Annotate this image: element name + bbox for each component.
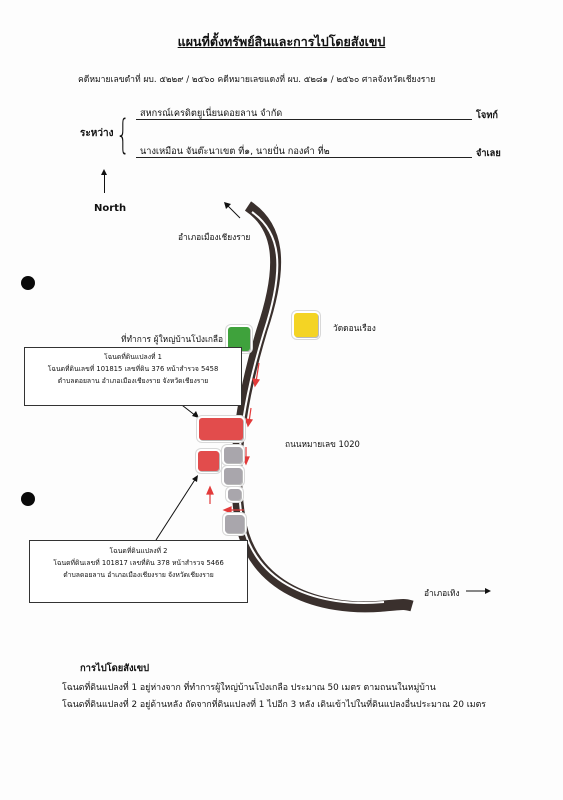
defendant-underline [136, 157, 472, 158]
case-number-line: คดีหมายเลขดำที่ ผบ. ๕๒๒๙ / ๒๕๖๐ คดีหมายเ… [78, 75, 436, 85]
plaintiff-role: โจทก์ [476, 110, 498, 121]
plaintiff-underline [136, 119, 472, 120]
house-marker [225, 515, 244, 533]
north-label: North [94, 203, 127, 214]
plot1-location: ตำบลดอยลาน อำเภอเมืองเชียงราย จังหวัดเชี… [57, 377, 209, 385]
defendant-role: จำเลย [476, 148, 501, 159]
defendant-name: นางเหมือน จันต๊ะนาเขต ที่๑, นายปั่น กองค… [140, 146, 330, 157]
road-label: ถนนหมายเลข 1020 [285, 439, 360, 449]
district-top-label: อำเภอเมืองเชียงราย [178, 232, 251, 242]
house-marker [228, 489, 241, 500]
road-1020 [231, 201, 414, 613]
house-marker [224, 447, 242, 463]
directions-title: การไปโดยสังเขป [80, 663, 150, 674]
brace-symbol: { [116, 112, 130, 158]
plot2-info-box: โฉนดที่ดินแปลงที่ 2 โฉนดที่ดินเลขที่ 101… [29, 540, 248, 603]
temple-label: วัดดอนเรือง [333, 323, 376, 333]
plot2-marker [198, 451, 219, 471]
pointer-plot2 [155, 477, 197, 541]
plot2-location: ตำบลดอยลาน อำเภอเมืองเชียงราย จังหวัดเชี… [63, 571, 214, 579]
house-marker [224, 468, 242, 484]
between-label: ระหว่าง [80, 128, 114, 139]
north-arrow-icon [101, 169, 107, 193]
district-bottom-label: อำเภอเทิง [424, 588, 460, 598]
temple-marker [294, 313, 318, 337]
plot1-deed: โฉนดที่ดินเลขที่ 101815 เลขที่ดิน 376 หน… [47, 365, 219, 373]
road-inner-edge [237, 211, 385, 604]
plot2-title: โฉนดที่ดินแปลงที่ 2 [109, 547, 168, 555]
directions-line-2: โฉนดที่ดินแปลงที่ 2 อยู่ด้านหลัง ถัดจากท… [62, 700, 487, 710]
plaintiff-name: สหกรณ์เครดิตยูเนี่ยนดอยลาน จำกัด [140, 108, 283, 119]
plot2-deed: โฉนดที่ดินเลขที่ 101817 เลขที่ดิน 378 หน… [53, 559, 224, 567]
binder-hole-icon [21, 276, 35, 290]
binder-hole-icon [21, 492, 35, 506]
directions-line-1: โฉนดที่ดินแปลงที่ 1 อยู่ห่างจาก ที่ทำการ… [62, 683, 436, 693]
headman-office-label: ที่ทำการ ผู้ใหญ่บ้านโป่งเกลือ [121, 334, 224, 344]
plot1-title: โฉนดที่ดินแปลงที่ 1 [103, 353, 163, 361]
plot1-marker [199, 418, 243, 440]
headman-office-marker [228, 327, 250, 351]
document-title: แผนที่ตั้งทรัพย์สินและการไปโดยสังเขป [177, 34, 386, 49]
plot1-info-box: โฉนดที่ดินแปลงที่ 1 โฉนดที่ดินเลขที่ 101… [24, 347, 242, 406]
